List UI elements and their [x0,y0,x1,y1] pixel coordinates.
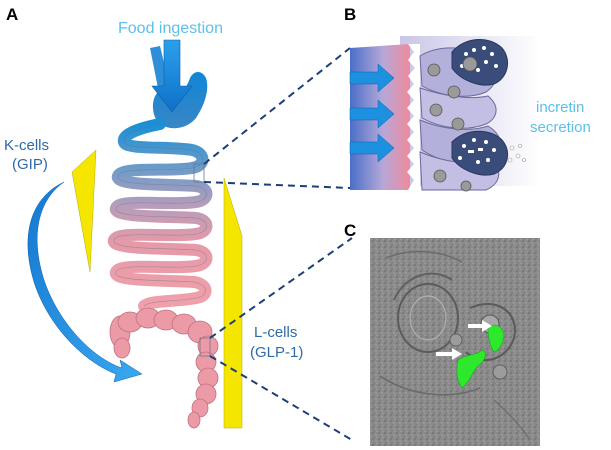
glp1-label: (GLP-1) [250,344,303,361]
enteroendocrine-cell-top [451,39,509,86]
pointer-arrows [436,320,492,360]
food-ingestion-arrow [151,39,193,113]
zoom-box-colon [199,337,211,357]
curved-blue-arrow [27,181,143,383]
luminal-arrow-2 [349,99,395,129]
secretion-label: secretion [530,119,591,136]
zoom-box-duodenum [193,163,205,183]
panel-a: A Food ingestion [4,5,353,441]
cell-nuclei [427,63,472,192]
food-ingestion-label: Food ingestion [118,20,223,37]
micrograph [370,238,540,446]
enteroendocrine-cell-bottom [451,130,509,176]
luminal-arrow-1 [349,63,395,93]
panel-b-letter: B [344,5,356,24]
zoom-connectors [203,47,353,441]
luminal-arrows [349,63,395,163]
panel-a-letter: A [6,5,18,24]
pointer-arrow-lower [436,348,462,360]
colon [109,307,219,429]
secreted-granules [507,144,526,163]
gip-label: (GIP) [12,156,48,173]
green-cell-upper [487,324,505,353]
l-cells-label: L-cells [254,324,297,341]
pointer-arrow-upper [468,320,492,332]
green-cell-lower [456,349,486,389]
panel-c: C [344,221,540,446]
luminal-arrow-3 [349,133,395,163]
incretin-label: incretin [536,99,584,116]
panel-b: B [344,5,591,192]
l-cells-triangle [223,177,243,429]
panel-c-letter: C [344,221,356,240]
k-cells-triangle [71,149,97,273]
k-cells-label: K-cells [4,137,49,154]
brush-border [407,44,420,190]
glp1-positive-cells [456,324,505,389]
